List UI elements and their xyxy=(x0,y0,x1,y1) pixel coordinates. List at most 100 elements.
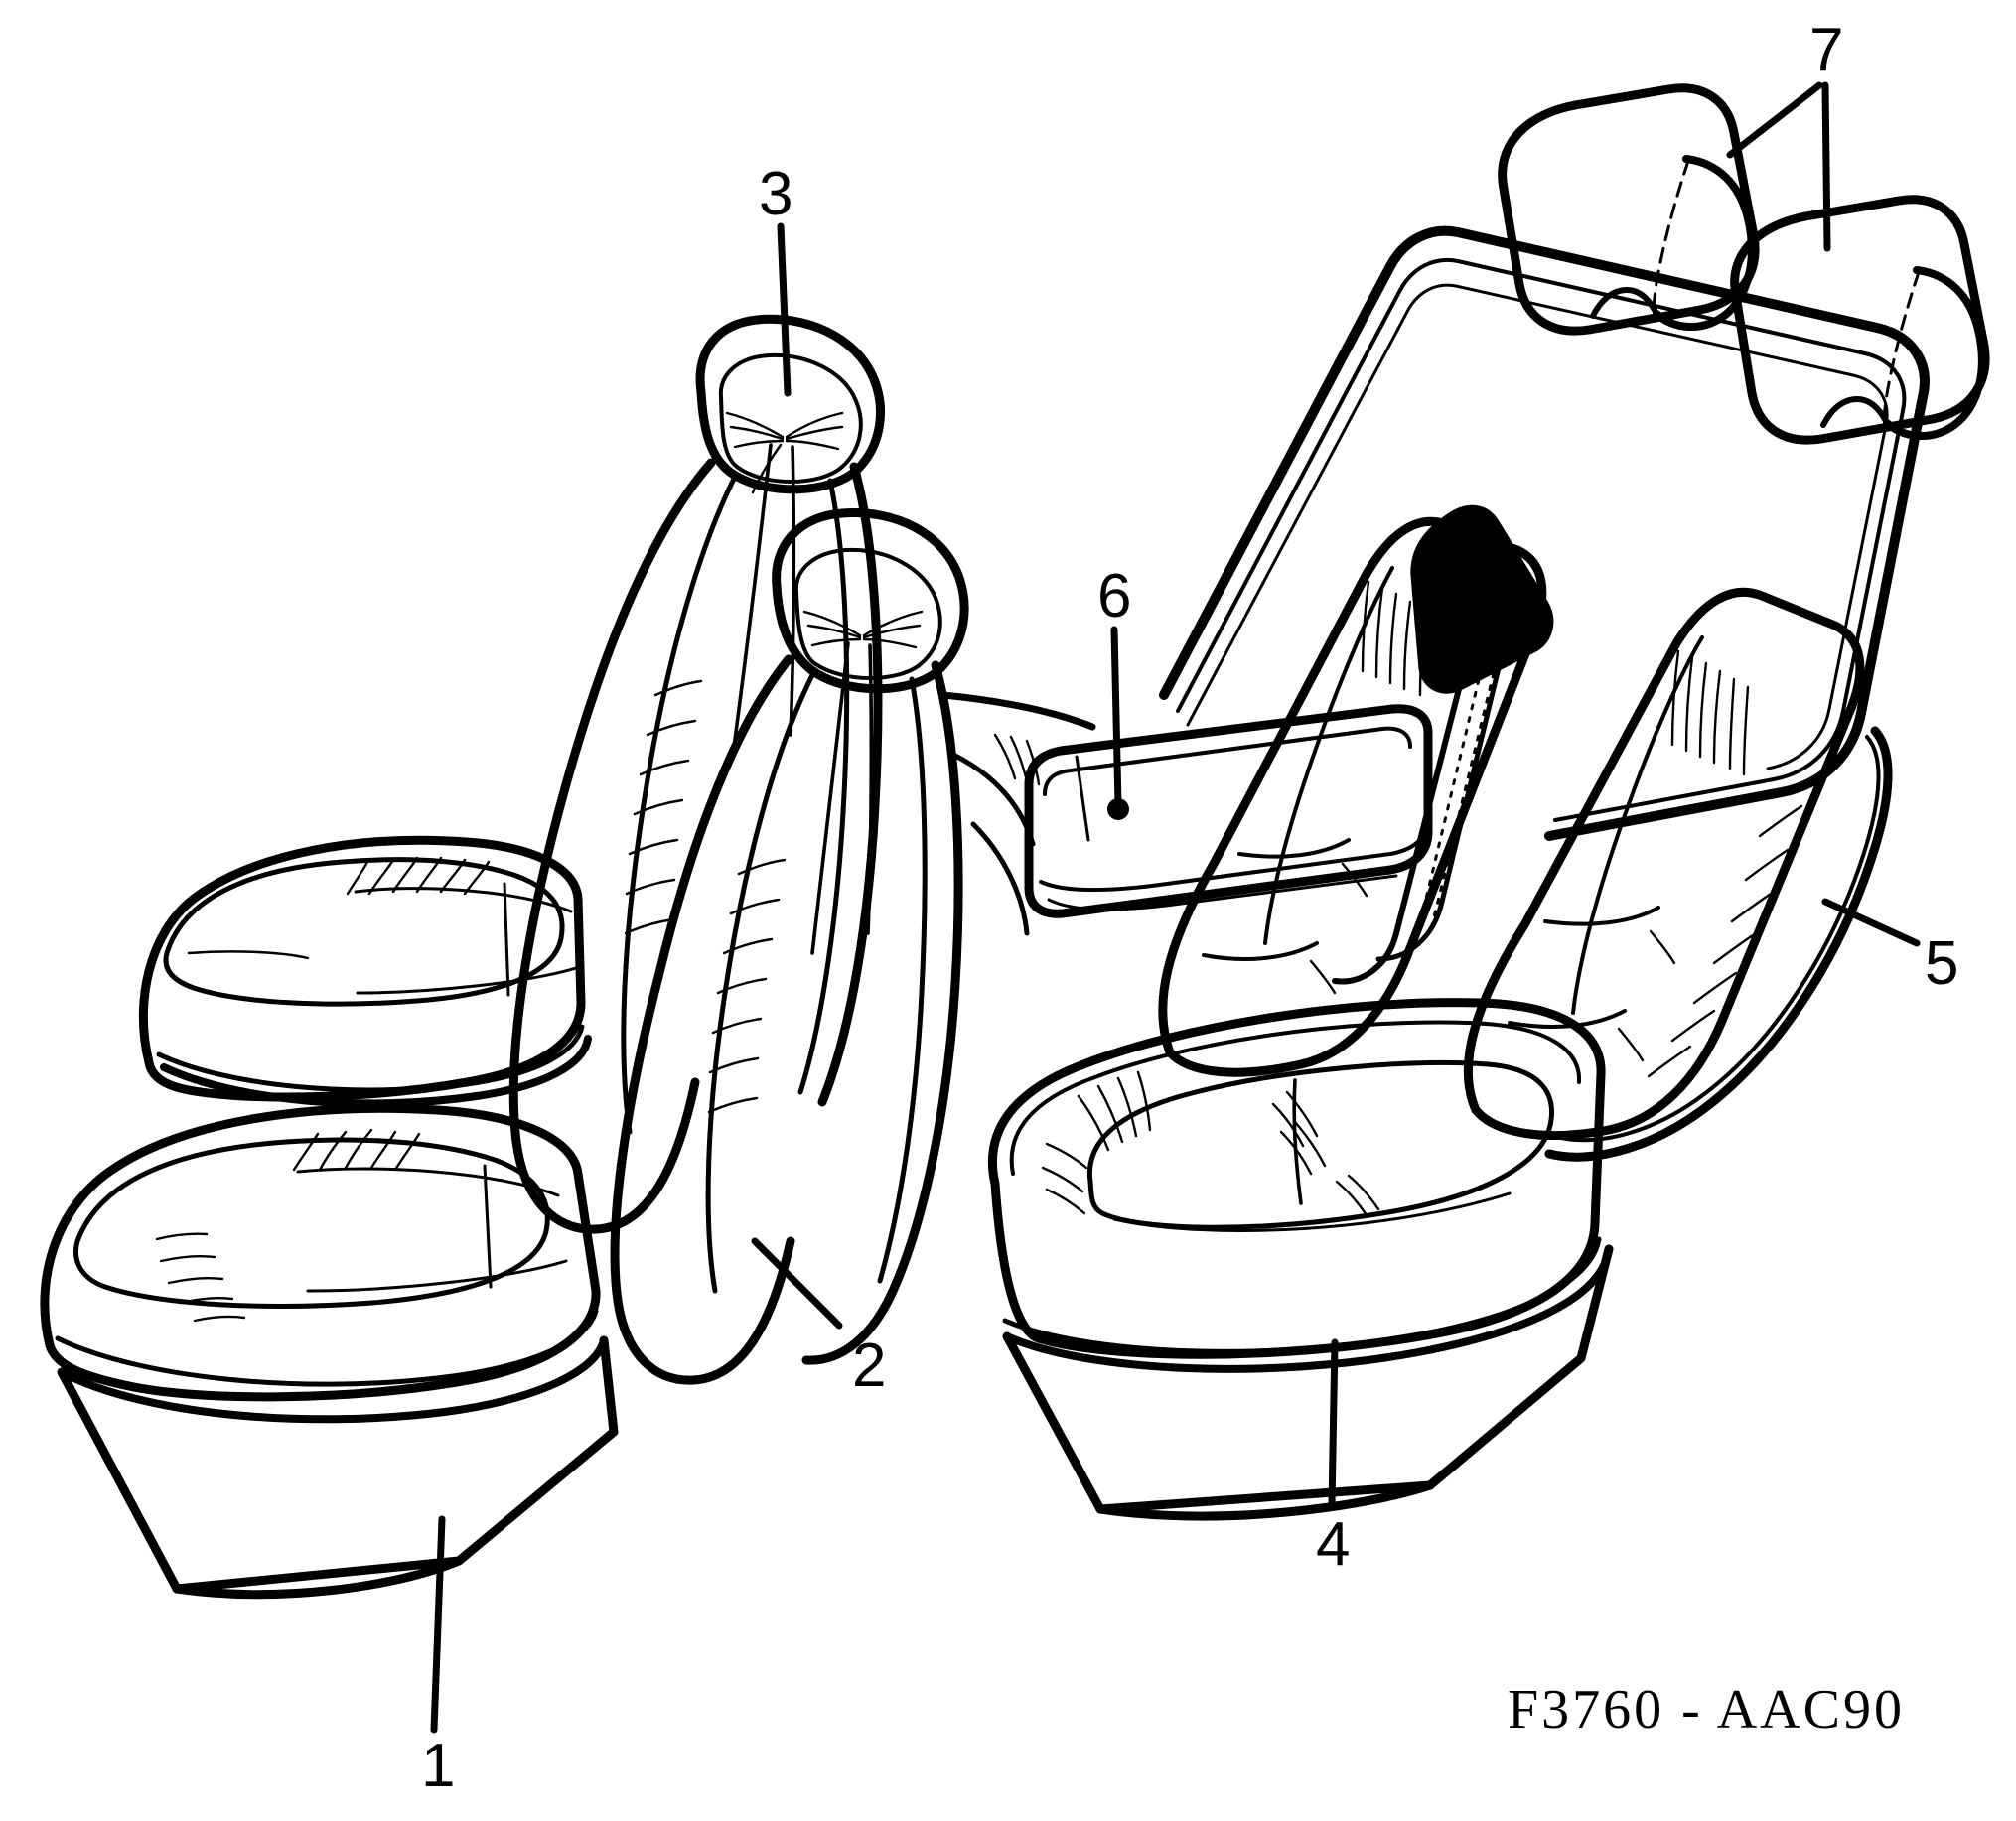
right-back-seam-centre-a xyxy=(810,641,850,955)
rear-headrest-left-post-notch xyxy=(1590,287,1659,319)
lower-cushion-front-lip xyxy=(55,1308,599,1387)
leader-line-1 xyxy=(430,1515,446,1734)
left-headrest-stitch-fan xyxy=(725,411,844,494)
rear-headrest-left-hidden-seam xyxy=(1652,159,1690,320)
right-backrest-bolster-inner-right xyxy=(877,676,928,1284)
rear-cushion-stitch-centre xyxy=(1271,1090,1380,1217)
centre-armrest xyxy=(1024,704,1433,918)
leader-dot-6 xyxy=(1107,798,1129,820)
front-right-seat-back xyxy=(610,508,969,1385)
rear-headrest-right-endcap xyxy=(1883,266,1986,441)
callout-label-2: 2 xyxy=(852,1331,887,1400)
right-backrest-stitch-hatching xyxy=(707,858,787,1114)
rear-back-left-panel-seam xyxy=(1263,566,1394,945)
rear-back-left-panel-hseam xyxy=(1237,838,1351,859)
rear-back-right-panel xyxy=(1463,587,1865,1141)
left-backrest-bolster-inner-right xyxy=(797,478,850,1095)
upper-cushion-crease-a xyxy=(187,950,310,960)
rear-back-centre-divider-body xyxy=(1332,682,1463,985)
rear-cushion-stitch-left xyxy=(1041,1070,1152,1215)
upper-cushion-seam-bottom xyxy=(356,966,578,995)
rear-headrest-left-endcap xyxy=(1653,155,1756,332)
lower-cushion-bolster xyxy=(73,1137,550,1309)
rear-cushion-top-seam xyxy=(1009,1020,1582,1176)
front-seat-back-lower-link-b xyxy=(970,821,1030,936)
leader-line-2 xyxy=(751,1237,843,1330)
leader-line-5 xyxy=(1821,898,1921,947)
rear-cushion-outline xyxy=(987,998,1606,1359)
rear-headrest-pair xyxy=(1498,83,1990,445)
upper-cushion-front-edge xyxy=(160,1035,592,1108)
rear-bench-cushion xyxy=(987,998,1614,1521)
leader-line-4 xyxy=(1328,1338,1339,1509)
rear-back-left-panel-hseam-b xyxy=(1202,941,1319,961)
rear-back-outer-bolster-stitch xyxy=(1647,804,1803,1078)
rear-bench-backrest xyxy=(1158,225,1930,1162)
armrest-top-seam xyxy=(1043,726,1412,796)
left-back-seam-centre-b xyxy=(789,445,796,737)
rear-back-right-stitch xyxy=(1617,649,1750,1062)
lower-cushion-seam-bottom xyxy=(306,1259,568,1293)
left-back-seam-centre-a xyxy=(731,443,773,757)
leader-lines xyxy=(430,81,1921,1734)
lower-cushion-seam-vertical xyxy=(483,1164,493,1289)
callout-label-6: 6 xyxy=(1097,562,1132,630)
left-headrest-inner xyxy=(718,352,863,484)
left-backrest-bolster-inner-left xyxy=(621,474,738,1135)
rear-back-outer-bolster xyxy=(1544,726,1893,1162)
rear-cushion-pillow-seam xyxy=(1292,1078,1303,1205)
right-backrest-right-edge xyxy=(801,660,963,1365)
leader-line-7-right xyxy=(1821,81,1831,252)
armrest-front-edge xyxy=(1047,874,1398,911)
armrest-left-fold xyxy=(1075,755,1090,842)
right-headrest-stitch-fan xyxy=(802,610,924,649)
upper-cushion-front-lip xyxy=(156,1024,585,1093)
left-backrest-left-edge xyxy=(508,458,716,1234)
leader-line-6 xyxy=(1110,626,1122,810)
rear-headrest-right-hidden-seam xyxy=(1882,270,1921,431)
left-backrest-right-edge xyxy=(817,462,883,1107)
armrest-outline xyxy=(1024,704,1433,918)
front-left-seat-upper-cushion xyxy=(138,835,592,1108)
rear-back-centre-divider-stipple xyxy=(1418,665,1496,927)
left-headrest-outline xyxy=(695,314,885,494)
rear-back-piping-trace xyxy=(1186,283,1889,770)
lower-cushion-stitch-hatching-left xyxy=(155,1232,246,1323)
rear-back-right-panel-seam xyxy=(1571,635,1704,1015)
rear-back-inner-piping xyxy=(1176,257,1907,822)
seat-base-bottom-edge xyxy=(172,1556,464,1600)
rear-back-right-panel-hseam xyxy=(1543,906,1660,926)
left-backrest-stitch-hatching xyxy=(624,679,703,935)
rear-cushion-base-bottom xyxy=(1095,1480,1435,1521)
right-backrest-bolster-inner-left xyxy=(705,672,815,1294)
callout-label-7: 7 xyxy=(1809,16,1844,84)
rear-back-centre-divider-edge xyxy=(1375,652,1505,962)
figure-code: F3760 - AAC90 xyxy=(1508,1679,1905,1741)
seat-base-top-edge xyxy=(58,1336,608,1424)
rear-back-left-panel xyxy=(1158,516,1547,1077)
rear-headrest-right-post-notch xyxy=(1820,396,1890,428)
right-back-seam-centre-b xyxy=(866,643,874,935)
lower-cushion-stitch-hatching-right xyxy=(292,1128,421,1172)
armrest-bottom-seam xyxy=(1039,824,1428,893)
upper-cushion-seam-vertical xyxy=(503,882,510,997)
right-headrest-outline xyxy=(772,508,969,694)
lower-cushion-outline xyxy=(40,1103,601,1402)
front-left-seat-back-headrest xyxy=(508,314,885,1234)
rear-cushion-front-lip xyxy=(1002,1236,1602,1354)
callout-label-1: 1 xyxy=(421,1732,456,1800)
upper-cushion-stitch-hatching xyxy=(346,856,491,896)
leader-line-7-left xyxy=(1726,81,1823,159)
front-left-seat-cushion-base xyxy=(40,1103,619,1600)
upper-cushion-bolster xyxy=(163,857,565,1007)
callout-label-5: 5 xyxy=(1925,929,1959,998)
rear-cushion-front-edge xyxy=(1003,1245,1613,1373)
right-backrest-left-edge xyxy=(610,654,795,1385)
leader-line-3 xyxy=(777,222,792,397)
right-headrest-inner xyxy=(793,547,942,680)
rear-cushion-pillow-lower-seam xyxy=(1112,1191,1512,1232)
rear-back-outer-bolster-inner xyxy=(1559,735,1881,1143)
